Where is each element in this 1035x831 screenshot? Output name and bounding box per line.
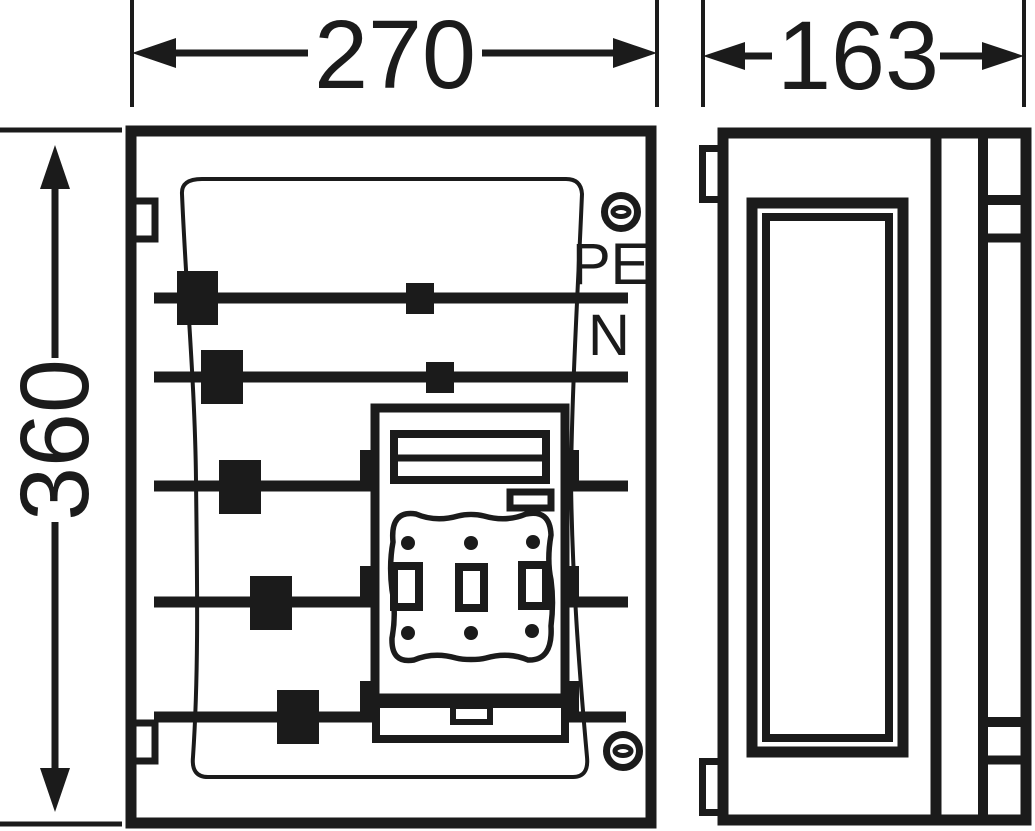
fixing-hole bbox=[401, 536, 415, 550]
contact-slot-opening bbox=[526, 569, 542, 602]
dimension-value-front-width: 270 bbox=[314, 0, 476, 109]
terminal-clamp-neutral bbox=[426, 362, 454, 393]
fixing-hole bbox=[464, 626, 478, 640]
dimension-side-width: 163 bbox=[701, 0, 1026, 110]
indicator-window bbox=[506, 488, 555, 512]
arrowhead-down-icon bbox=[40, 768, 70, 812]
fixing-hole bbox=[464, 536, 478, 550]
side-view bbox=[699, 127, 1032, 826]
arrowhead-left-icon bbox=[703, 42, 745, 70]
dimension-height: 360 bbox=[0, 127, 122, 827]
cover-panel-inner bbox=[762, 213, 893, 742]
contact-slot-opening bbox=[398, 570, 415, 603]
terminal-block-l3 bbox=[277, 690, 319, 744]
busbar-clamp-stub-left-l3 bbox=[360, 681, 373, 715]
contact-slot-opening bbox=[463, 571, 480, 604]
contact-slot-l3 bbox=[518, 561, 550, 610]
dimension-value-side-width: 163 bbox=[777, 1, 939, 110]
fixing-hole bbox=[525, 624, 539, 638]
base-bracket-tab bbox=[450, 703, 493, 725]
latch-slot-bottom bbox=[129, 719, 159, 765]
neutral-conductor-label: N bbox=[588, 303, 630, 368]
screw-head-icon bbox=[601, 192, 641, 232]
contact-slot-l1 bbox=[390, 562, 423, 611]
fuse-switch-unit bbox=[360, 403, 579, 743]
pe-conductor-label: PE bbox=[572, 232, 649, 297]
fixing-hole bbox=[401, 626, 415, 640]
arrowhead-right-icon bbox=[982, 42, 1024, 70]
screw-head-icon bbox=[603, 731, 643, 771]
terminal-block-neutral bbox=[201, 350, 243, 404]
cover-screw-bottom bbox=[603, 731, 643, 771]
cover-plate-outline bbox=[179, 177, 590, 779]
terminal-block-l2 bbox=[250, 576, 292, 630]
busbar-clamp-stub-left-l2 bbox=[360, 566, 373, 600]
arrowhead-up-icon bbox=[40, 145, 70, 189]
terminal-block-l1 bbox=[219, 460, 261, 514]
latch-slot-top bbox=[129, 197, 159, 243]
dimension-front-width: 270 bbox=[130, 0, 659, 109]
dimension-value-height: 360 bbox=[0, 359, 109, 521]
arrowhead-right-icon bbox=[613, 38, 657, 68]
contact-slot-l2 bbox=[455, 563, 488, 612]
screw-slot-icon bbox=[612, 744, 634, 758]
arrowhead-left-icon bbox=[132, 38, 176, 68]
fixing-hole bbox=[526, 535, 540, 549]
busbar-clamp-stub-left-l1 bbox=[360, 450, 373, 484]
front-view: PE N bbox=[125, 125, 657, 829]
terminal-clamp-pe bbox=[406, 283, 434, 314]
terminal-block-pe bbox=[177, 271, 218, 325]
cover-screw-top bbox=[601, 192, 641, 232]
screw-slot-icon bbox=[610, 205, 632, 219]
